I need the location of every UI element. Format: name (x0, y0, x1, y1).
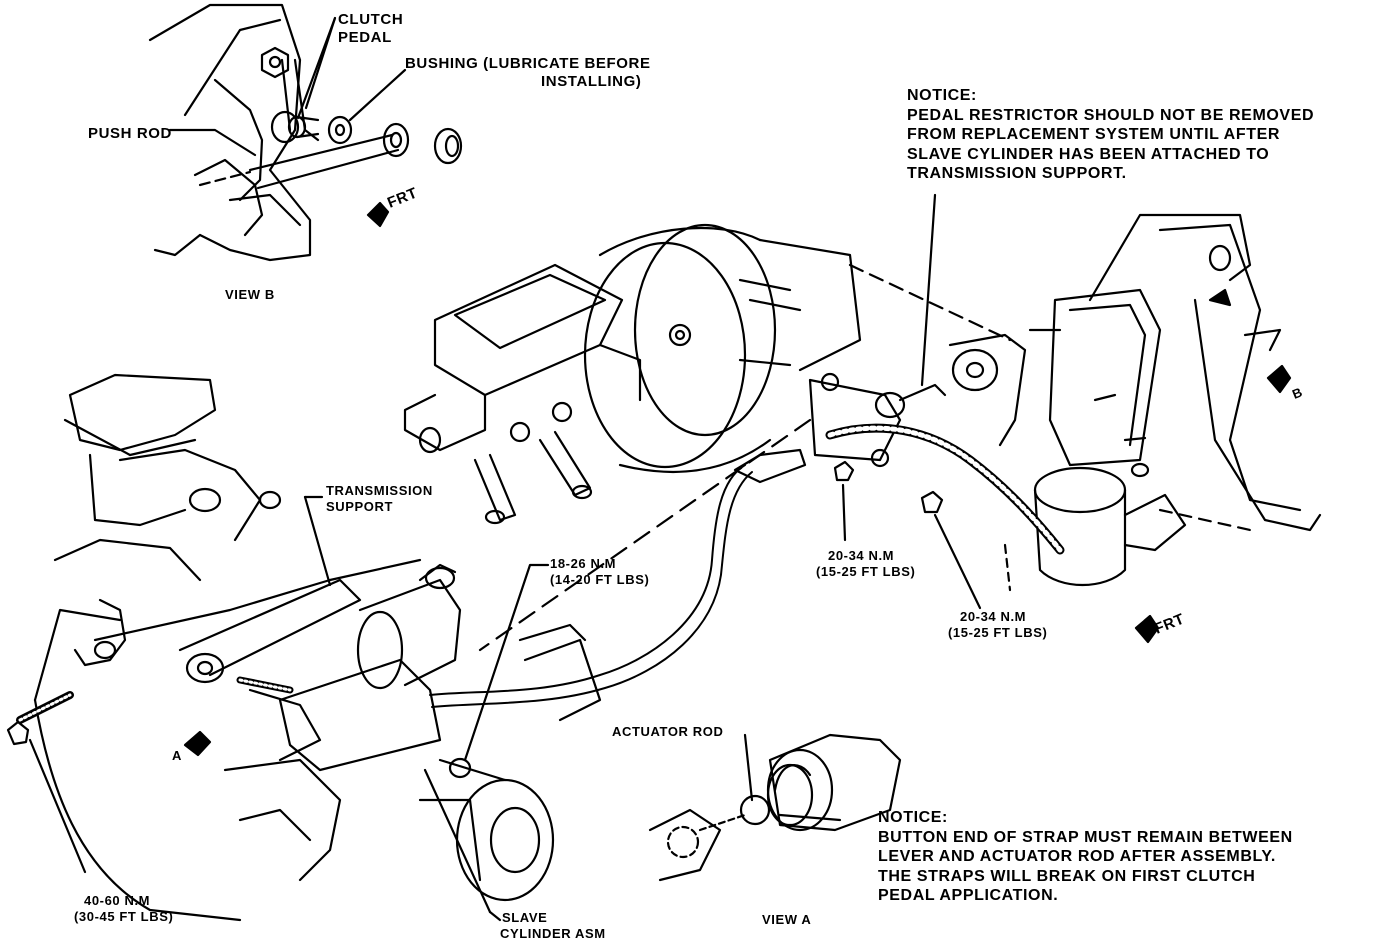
view-a-caption: VIEW A (762, 912, 812, 927)
restrictor-notice: NOTICE: PEDAL RESTRICTOR SHOULD NOT BE R… (907, 87, 1315, 182)
restrictor-notice-heading: NOTICE: (907, 87, 977, 104)
pedal-assembly (808, 193, 1322, 644)
transmission-support-label: TRANSMISSION SUPPORT (326, 483, 433, 514)
slave-cylinder-label: SLAVE CYLINDER ASM (500, 910, 606, 941)
push-rod-label: PUSH ROD (88, 125, 172, 142)
a-view-marker: A (172, 748, 182, 763)
torque-bellhousing-label: 40-60 N.M (30-45 FT LBS) (74, 893, 174, 924)
booster-master-cylinder (403, 223, 1012, 525)
actuator-rod-label: ACTUATOR ROD (612, 724, 724, 739)
clutch-pedal-label: CLUTCH PEDAL (338, 11, 404, 46)
view-a-drawing (648, 733, 902, 882)
hydraulic-line (429, 418, 812, 708)
strap-notice: NOTICE: BUTTON END OF STRAP MUST REMAIN … (878, 809, 1293, 904)
torque-booster-nut-label: 20-34 N.M (15-25 FT LBS) (816, 548, 916, 579)
bushing-label: BUSHING (LUBRICATE BEFORE INSTALLING) (405, 55, 651, 90)
transmission (6, 373, 602, 922)
torque-reservoir-nut-label: 20-34 N.M (15-25 FT LBS) (948, 609, 1048, 640)
view-b-caption: VIEW B (225, 287, 275, 302)
torque-slave-bolt-label: 18-26 N.M (14-20 FT LBS) (550, 556, 650, 587)
strap-notice-heading: NOTICE: (878, 809, 948, 826)
view-b-drawing (148, 3, 463, 262)
